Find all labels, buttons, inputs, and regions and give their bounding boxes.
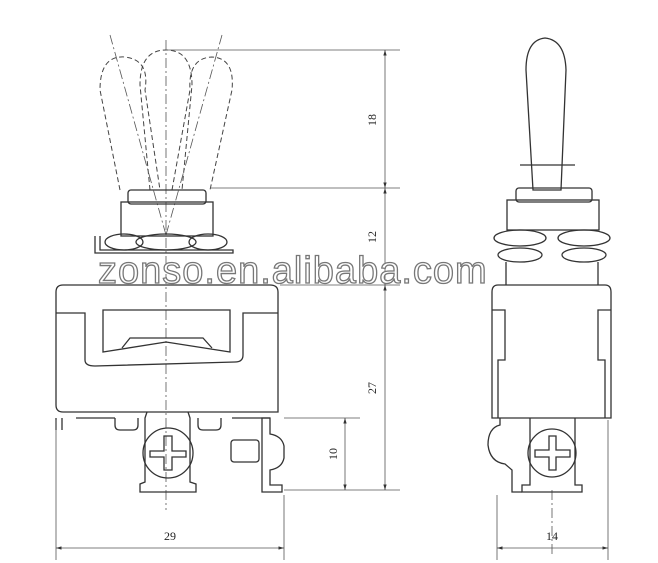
front-view xyxy=(55,34,285,510)
dim-body-height: 27 xyxy=(365,382,379,394)
dim-terminal-height: 10 xyxy=(326,448,340,460)
side-body xyxy=(491,284,612,419)
side-nuts xyxy=(493,229,611,285)
dim-side-width: 14 xyxy=(546,529,558,543)
side-terminal xyxy=(230,417,285,493)
side-view xyxy=(487,37,612,555)
switch-body xyxy=(55,284,279,431)
dim-body-width: 29 xyxy=(164,529,176,543)
nuts xyxy=(94,233,234,254)
dim-bushing-height: 12 xyxy=(365,231,379,243)
dim-lever-height: 18 xyxy=(365,114,379,126)
dimension-lines xyxy=(55,49,609,560)
side-bushing xyxy=(515,187,593,203)
terminal-screw-side xyxy=(487,418,583,493)
lever xyxy=(525,37,567,191)
watermark: zonso.en.alibaba.com xyxy=(98,250,488,292)
terminal-screw-front xyxy=(139,411,197,493)
bushing xyxy=(120,189,214,237)
